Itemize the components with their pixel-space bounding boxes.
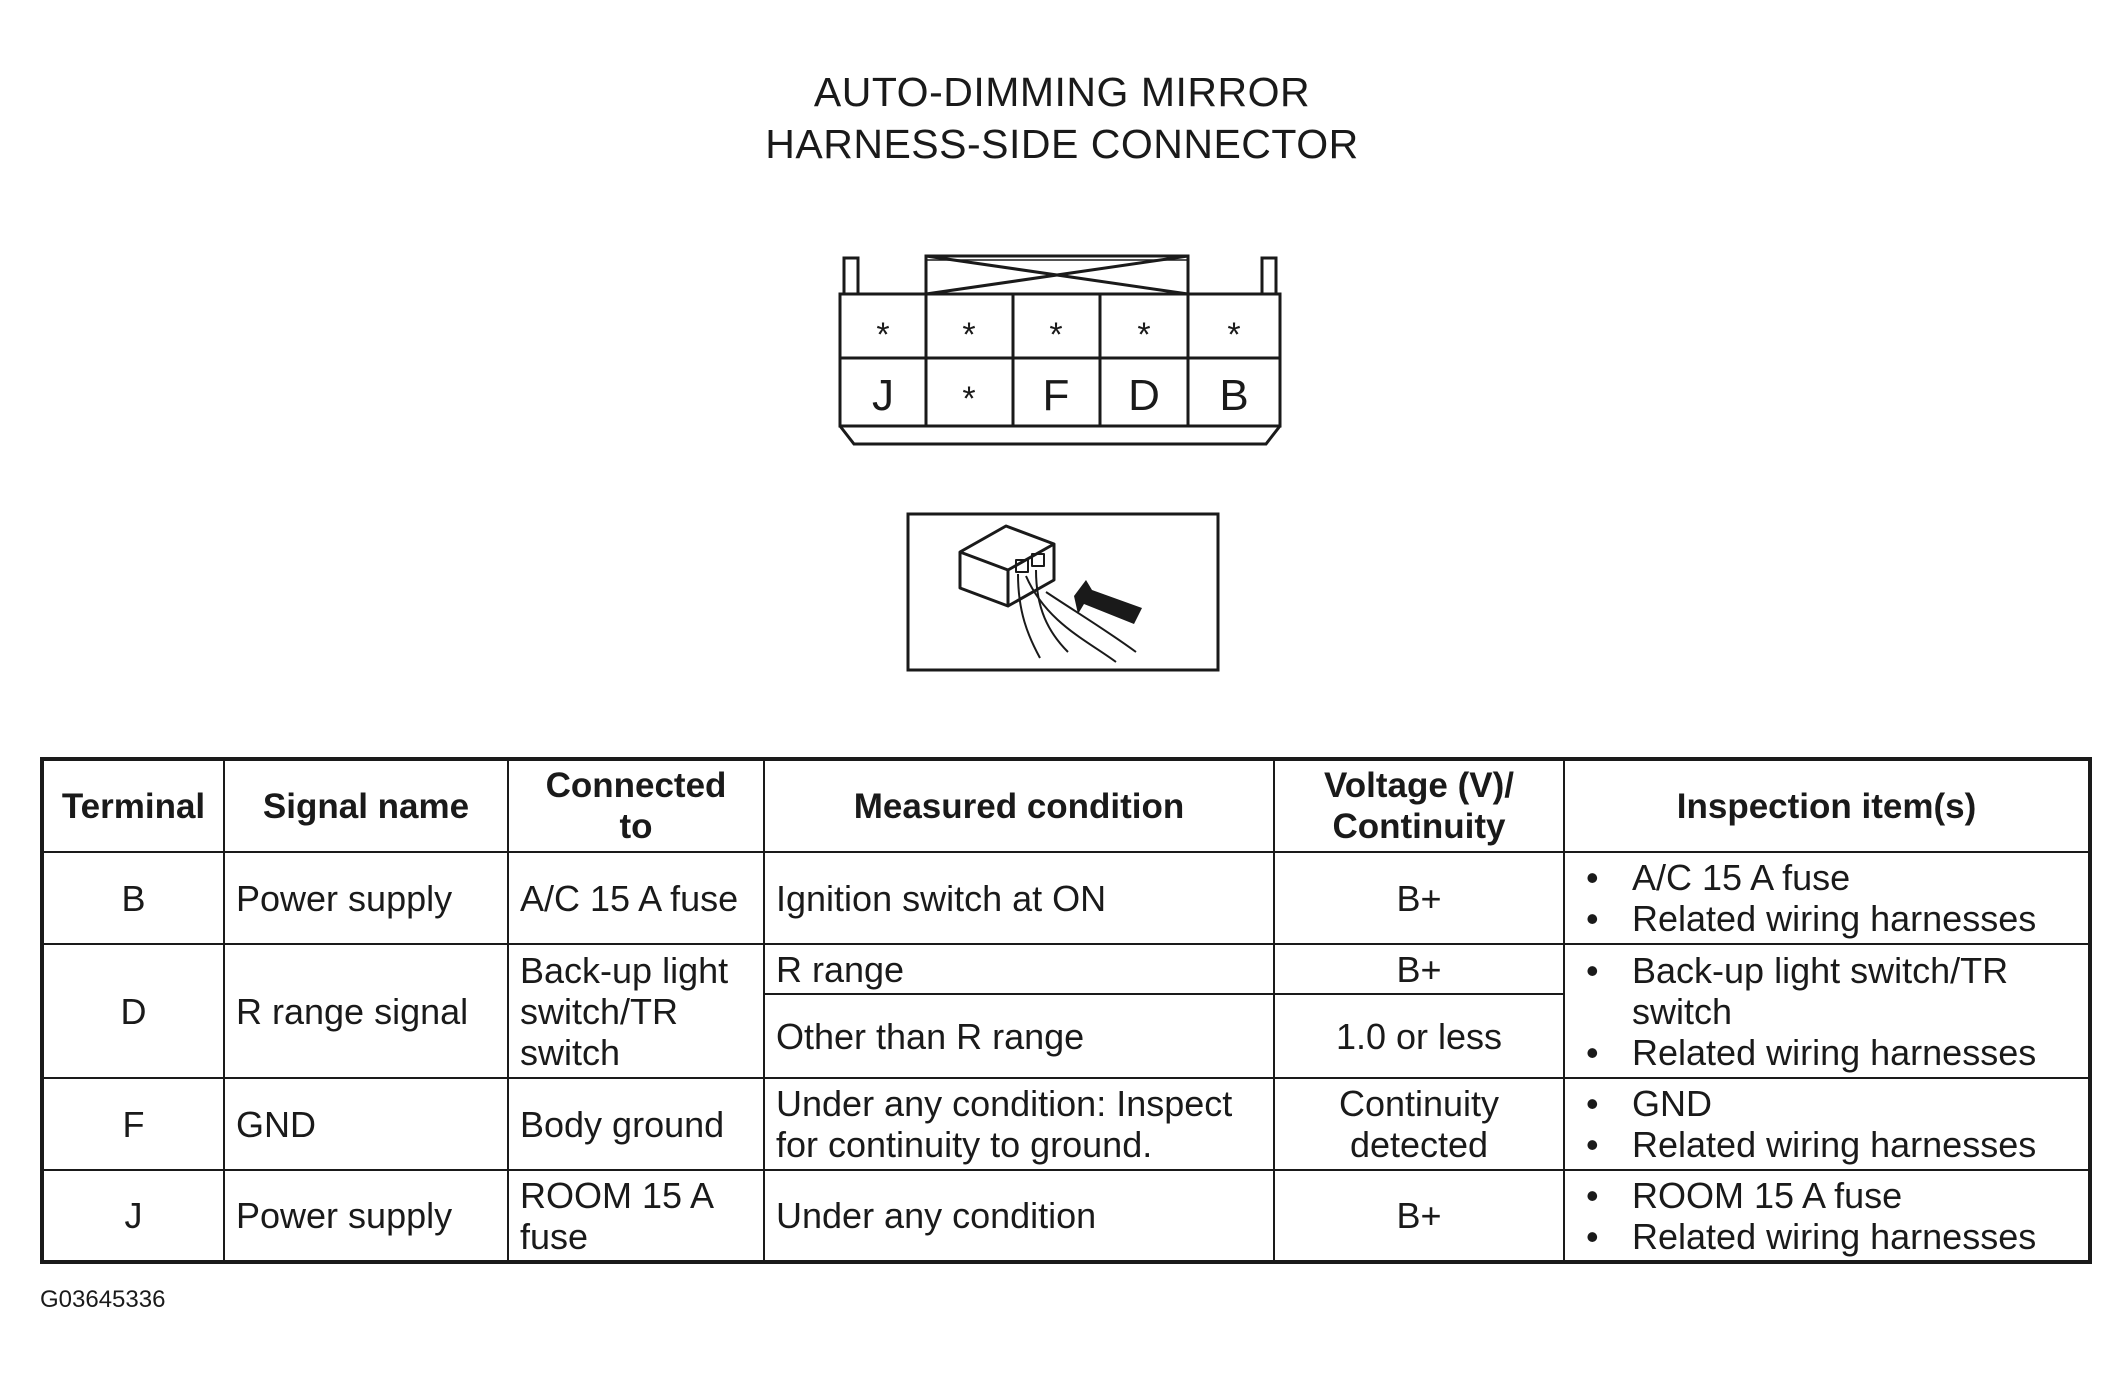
- inspection-item: GND: [1586, 1083, 2077, 1124]
- voltage-cell: B+: [1273, 1169, 1565, 1263]
- terminal-d-label: D: [1128, 371, 1160, 420]
- title-line-2: HARNESS-SIDE CONNECTOR: [765, 121, 1359, 167]
- table-header-row: Terminal Signal name Connected to Measur…: [41, 758, 2091, 853]
- measured-condition-cell: R range: [763, 943, 1275, 995]
- table-row: B Power supply A/C 15 A fuse Ignition sw…: [41, 851, 2091, 945]
- diagram-title: AUTO-DIMMING MIRROR HARNESS-SIDE CONNECT…: [0, 66, 2124, 170]
- connected-to-line-2: switch/TR: [520, 990, 679, 1032]
- cavity-top-3: *: [1049, 316, 1062, 354]
- header-connected-to-line-2: to: [619, 807, 653, 846]
- signal-name-cell: Power supply: [223, 1169, 509, 1263]
- measured-condition-cell: Under any condition: Inspect for continu…: [763, 1077, 1275, 1171]
- inspection-item: A/C 15 A fuse: [1586, 857, 2077, 898]
- header-voltage-line-2: Continuity: [1332, 807, 1506, 846]
- inspection-item: Related wiring harnesses: [1586, 1216, 2077, 1257]
- terminal-cell: F: [41, 1077, 225, 1171]
- inspection-items-cell: A/C 15 A fuse Related wiring harnesses: [1563, 851, 2091, 945]
- connected-to-line-2: fuse: [520, 1215, 589, 1257]
- measured-condition-cell: Ignition switch at ON: [763, 851, 1275, 945]
- table-row: J Power supply ROOM 15 A fuse Under any …: [41, 1169, 2091, 1263]
- inspection-items-cell: ROOM 15 A fuse Related wiring harnesses: [1563, 1169, 2091, 1263]
- terminal-cell: B: [41, 851, 225, 945]
- header-terminal: Terminal: [41, 758, 225, 853]
- terminal-f-label: F: [1043, 371, 1070, 420]
- voltage-line-1: Continuity: [1338, 1083, 1500, 1124]
- terminal-inspection-table: Terminal Signal name Connected to Measur…: [40, 757, 2092, 1264]
- header-connected-to-line-1: Connected: [545, 766, 727, 805]
- inspection-item-line-1: Back-up light switch/TR: [1632, 949, 2009, 991]
- connected-to-cell: ROOM 15 A fuse: [507, 1169, 765, 1263]
- cavity-top-2: *: [962, 316, 975, 354]
- inspection-items-cell: GND Related wiring harnesses: [1563, 1077, 2091, 1171]
- inspection-items-cell: Back-up light switch/TR switch Related w…: [1563, 943, 2091, 1079]
- terminal-cell: D: [41, 943, 225, 1079]
- figure-id: G03645336: [40, 1286, 166, 1313]
- terminal-b-label: B: [1219, 371, 1248, 420]
- inspection-item: Related wiring harnesses: [1586, 898, 2077, 939]
- voltage-cell: B+: [1273, 943, 1565, 995]
- measured-condition-cell: Under any condition: [763, 1169, 1275, 1263]
- connected-to-line-1: ROOM 15 A: [520, 1174, 715, 1216]
- inspection-item: Related wiring harnesses: [1586, 1124, 2077, 1165]
- connected-to-cell: A/C 15 A fuse: [507, 851, 765, 945]
- cavity-top-5: *: [1227, 316, 1240, 354]
- header-inspection-items: Inspection item(s): [1563, 758, 2091, 853]
- voltage-line-2: detected: [1349, 1124, 1489, 1165]
- header-measured-condition: Measured condition: [763, 758, 1275, 853]
- table-row: D R range signal Back-up light switch/TR…: [41, 943, 2091, 1079]
- table-row: F GND Body ground Under any condition: I…: [41, 1077, 2091, 1171]
- inspection-item: ROOM 15 A fuse: [1586, 1175, 2077, 1216]
- measured-condition-line-2: for continuity to ground.: [776, 1124, 1153, 1165]
- inspection-item-line-2: switch: [1632, 990, 1733, 1032]
- terminal-j-label: J: [872, 371, 894, 420]
- title-line-1: AUTO-DIMMING MIRROR: [813, 69, 1311, 115]
- connected-to-cell: Body ground: [507, 1077, 765, 1171]
- measured-condition-line-1: Under any condition: Inspect: [776, 1083, 1233, 1124]
- cavity-top-4: *: [1137, 316, 1150, 354]
- signal-name-cell: GND: [223, 1077, 509, 1171]
- voltage-cell: Continuity detected: [1273, 1077, 1565, 1171]
- connector-face-diagram: * * * * * J * F D B: [838, 254, 1282, 446]
- header-voltage-continuity: Voltage (V)/ Continuity: [1273, 758, 1565, 853]
- voltage-cell: B+: [1273, 851, 1565, 945]
- connected-to-line-1: Back-up light: [520, 949, 729, 991]
- harness-side-probe-icon: [906, 512, 1220, 672]
- header-connected-to: Connected to: [507, 758, 765, 853]
- inspection-item: Back-up light switch/TR switch: [1586, 949, 2077, 1032]
- signal-name-cell: Power supply: [223, 851, 509, 945]
- cavity-top-1: *: [876, 316, 889, 354]
- voltage-cell: 1.0 or less: [1273, 993, 1565, 1079]
- signal-name-cell: R range signal: [223, 943, 509, 1079]
- table-row: Other than R range 1.0 or less: [42, 993, 2090, 1079]
- header-signal-name: Signal name: [223, 758, 509, 853]
- connected-to-cell: Back-up light switch/TR switch: [507, 943, 765, 1079]
- cavity-bottom-2: *: [962, 380, 975, 418]
- inspection-item: Related wiring harnesses: [1586, 1032, 2077, 1073]
- terminal-cell: J: [41, 1169, 225, 1263]
- measured-condition-cell: Other than R range: [763, 993, 1275, 1079]
- connected-to-line-3: switch: [520, 1031, 621, 1073]
- header-voltage-line-1: Voltage (V)/: [1324, 766, 1514, 805]
